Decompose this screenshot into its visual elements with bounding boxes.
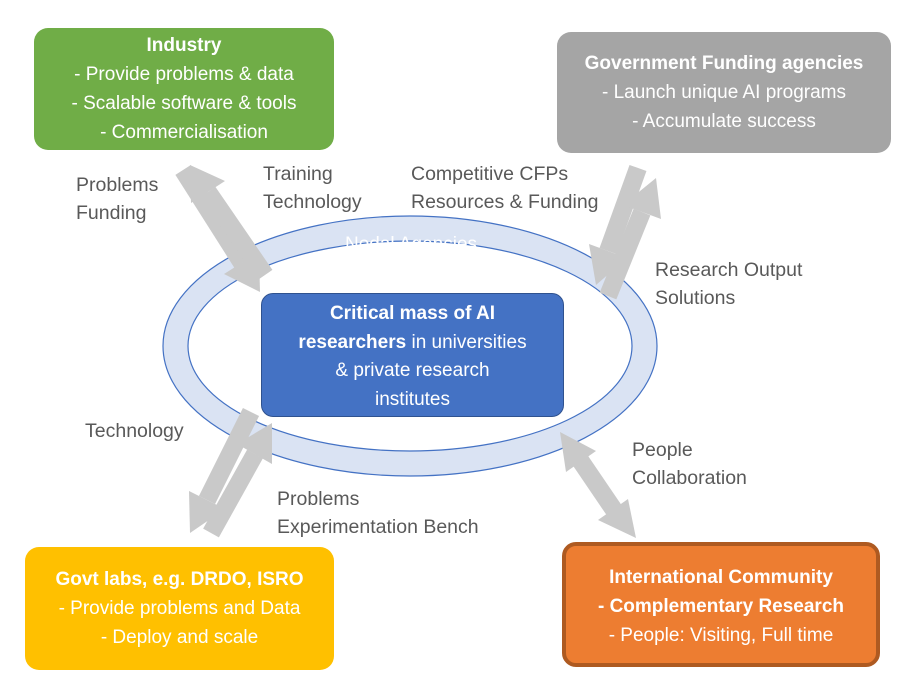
core-line3: & private research [335, 360, 490, 381]
core-title-line1: Critical mass of AI [329, 303, 496, 324]
core-line4: institutes [375, 388, 450, 410]
international-box: International Community - Complementary … [562, 542, 880, 667]
flow-text: Technology [85, 420, 184, 442]
core-title-line2: researchers in universities [262, 329, 563, 358]
industry-title: Industry [146, 35, 222, 56]
flow-text: Collaboration [632, 467, 747, 489]
flow-label-labs-in: Problems Experimentation Bench [277, 485, 479, 541]
international-title: International Community [609, 567, 833, 588]
flow-text: Resources & Funding [411, 191, 599, 213]
flow-label-labs-out: Technology [85, 417, 184, 445]
nodal-agencies-ring [162, 215, 658, 477]
core-title-bold: researchers [298, 331, 407, 353]
flow-label-intl: People Collaboration [632, 436, 747, 492]
core-to-labs-arrow [189, 407, 260, 533]
govt-labs-box: Govt labs, e.g. DRDO, ISRO - Provide pro… [25, 547, 334, 670]
international-subtitle: - Complementary Research [597, 596, 845, 617]
flow-text: Solutions [655, 287, 736, 309]
flow-label-gov-in: Research Output Solutions [655, 256, 802, 312]
gov-funding-title: Government Funding agencies [584, 53, 864, 74]
intl-double-arrow [560, 432, 636, 538]
flow-text: People [632, 439, 693, 461]
gov-funding-line: - Launch unique AI programs [602, 82, 846, 103]
flow-text: Competitive CFPs [411, 163, 569, 185]
flow-text: Problems [277, 488, 360, 510]
core-researchers-box: Critical mass of AI researchers in unive… [261, 293, 564, 417]
flow-label-gov-out: Competitive CFPs Resources & Funding [411, 160, 599, 216]
industry-line: - Scalable software & tools [71, 93, 297, 114]
govt-labs-line: - Deploy and scale [100, 627, 259, 648]
govt-labs-line: - Provide problems and Data [58, 598, 301, 619]
gov-funding-line: - Accumulate success [632, 111, 816, 132]
gov-to-core-arrow [589, 164, 647, 285]
flow-text: Experimentation Bench [277, 516, 479, 538]
flow-text: Funding [76, 202, 147, 224]
core-to-gov-arrow [599, 178, 661, 300]
flow-label-industry-in: Problems Funding [76, 171, 158, 227]
gov-funding-box: Government Funding agencies - Launch uni… [557, 32, 891, 153]
core-title-rest: in universities [406, 331, 527, 353]
flow-text: Training [263, 163, 333, 185]
govt-labs-title: Govt labs, e.g. DRDO, ISRO [55, 569, 304, 590]
industry-box: Industry - Provide problems & data - Sca… [34, 28, 334, 150]
flow-label-industry-out: Training Technology [263, 160, 362, 216]
industry-line: - Provide problems & data [74, 64, 294, 85]
flow-text: Technology [263, 191, 362, 213]
international-line: - People: Visiting, Full time [608, 625, 834, 646]
flow-text: Research Output [655, 259, 803, 281]
core-to-industry-arrow [190, 165, 273, 281]
flow-text: Problems [76, 174, 159, 196]
nodal-agencies-label: Nodal Agencies [345, 234, 478, 255]
labs-to-core-arrow [203, 423, 272, 538]
industry-line: - Commercialisation [100, 122, 268, 143]
